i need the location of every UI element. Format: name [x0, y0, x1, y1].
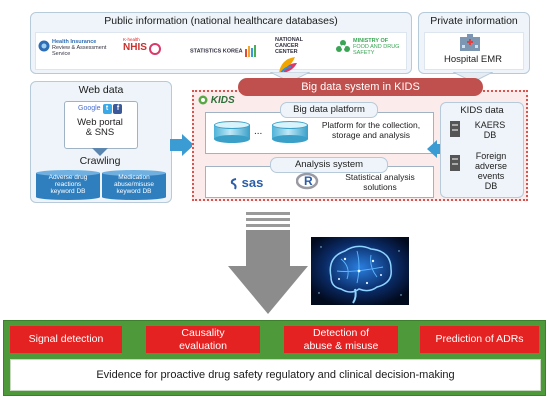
sas-logo: sas — [230, 175, 263, 190]
kids-logo: KIDS — [198, 95, 235, 106]
web-brand-logos: Google t f — [78, 104, 123, 114]
causality-line1: Causality — [181, 327, 225, 340]
analysis-desc-line1: Statistical analysis — [345, 172, 415, 182]
kaers-line2: DB — [483, 130, 497, 140]
mfds-line2: FOOD AND DRUG SAFETY — [353, 43, 400, 56]
nhis-logo-text: NHIS — [123, 42, 147, 54]
causality-line2: evaluation — [179, 339, 227, 352]
ai-brain-image — [311, 237, 409, 305]
hira-mark-icon — [38, 40, 50, 52]
crawling-label: Crawling — [79, 155, 121, 167]
hospital-icon — [460, 34, 480, 51]
foreign-line1: Foreign — [475, 151, 507, 161]
platform-desc-line2: storage and analysis — [332, 130, 410, 140]
analysis-description: Statistical analysis solutions — [330, 172, 430, 192]
outcome-causality-evaluation: Causality evaluation — [146, 326, 260, 353]
web-portal-box — [64, 101, 138, 149]
medication-abuse-db: Medication abuse/misuse keyword DB — [102, 170, 166, 200]
analysis-desc-line2: solutions — [363, 182, 397, 192]
nhis-logo: K-health NHIS — [123, 37, 177, 55]
abuse-line2: abuse & misuse — [303, 339, 379, 352]
public-info-title: Public information (national healthcare … — [104, 15, 338, 27]
platform-db-cylinder-2 — [272, 121, 308, 143]
platform-description: Platform for the collection, storage and… — [312, 120, 430, 140]
kids-data-panel: KIDS data — [440, 102, 524, 198]
twitter-bird-icon: t — [102, 104, 112, 114]
hospital-emr-label: Hospital EMR — [443, 54, 503, 65]
analysis-system-title: Analysis system — [270, 157, 388, 173]
web-portal-line1: Web portal — [77, 117, 123, 128]
kaers-db-icon — [450, 121, 460, 137]
adverse-db-line1: Adverse drug — [48, 174, 88, 181]
crawl-down-arrow — [92, 148, 108, 156]
web-portal-label: Web portal & SNS — [64, 118, 136, 138]
outcome-signal-detection: Signal detection — [10, 326, 122, 353]
public-to-kids-arrow — [270, 72, 310, 82]
outcome-prediction-adrs: Prediction of ADRs — [420, 326, 539, 353]
evidence-statement: Evidence for proactive drug safety regul… — [10, 359, 541, 391]
platform-db-cylinder-1 — [214, 121, 250, 143]
private-to-kids-arrow — [453, 72, 493, 82]
sas-logo-text: sas — [241, 175, 264, 190]
platform-dots: ... — [254, 126, 263, 137]
mfds-line1: MINISTRY OF — [353, 38, 389, 44]
statistics-bars-icon — [245, 45, 257, 57]
web-portal-line2: & SNS — [85, 127, 115, 138]
adverse-drug-reactions-db: Adverse drug reactions keyword DB — [36, 170, 100, 200]
hira-logo: Health Insurance Review & Assessment Ser… — [38, 39, 116, 57]
nhis-logo-small: K-health — [123, 37, 140, 42]
web-to-kids-arrow — [170, 134, 194, 156]
r-logo: R — [296, 172, 320, 190]
mfds-flower-icon — [336, 40, 350, 52]
abuse-line1: Detection of — [312, 327, 370, 340]
foreign-line3: events — [477, 171, 505, 181]
r-logo-text: R — [304, 174, 313, 188]
statistics-korea-text: STATISTICS KOREA — [190, 48, 243, 55]
kaers-line1: KAERS — [474, 120, 506, 130]
nhis-swirl-icon — [149, 42, 162, 55]
kids-banner: Big data system in KIDS — [238, 78, 483, 96]
outcome-abuse-misuse: Detection of abuse & misuse — [284, 326, 398, 353]
facebook-icon: f — [113, 104, 123, 114]
ncc-line2: CANCER — [275, 42, 299, 49]
kids-data-title: KIDS data — [460, 105, 504, 116]
web-data-title: Web data — [78, 84, 124, 96]
medication-db-line2: abuse/misuse — [113, 181, 155, 188]
mfds-logo: MINISTRY OF FOOD AND DRUG SAFETY — [335, 38, 407, 56]
big-data-platform-title: Big data platform — [280, 102, 378, 118]
platform-desc-line1: Platform for the collection, — [321, 120, 421, 130]
r-ring-icon — [296, 172, 319, 190]
adverse-db-line3: keyword DB — [50, 188, 86, 195]
ncc-line1: NATIONAL — [275, 37, 304, 43]
sas-swirl-icon — [230, 177, 237, 190]
hira-logo-line2: Review & Assessment Service — [52, 44, 107, 57]
medication-db-line1: Medication — [118, 174, 150, 181]
kaers-db-label: KAERS DB — [464, 120, 516, 140]
ncc-line3: CENTER — [275, 48, 298, 55]
foreign-db-icon — [450, 155, 460, 171]
big-down-arrow — [228, 212, 308, 314]
medication-db-line3: keyword DB — [116, 188, 152, 195]
google-logo: Google — [78, 105, 101, 112]
statistics-korea-logo: STATISTICS KOREA — [190, 45, 260, 57]
kids-logo-mark-icon — [198, 95, 208, 105]
foreign-line2: adverse — [474, 161, 508, 171]
kids-logo-text: KIDS — [210, 95, 235, 106]
foreign-line4: DB — [484, 181, 498, 191]
private-info-title: Private information — [430, 15, 518, 27]
hira-logo-line1: Health Insurance — [52, 39, 97, 45]
foreign-db-label: Foreign adverse events DB — [464, 151, 518, 191]
ncc-logo: NATIONAL CANCER CENTER — [275, 37, 325, 75]
adverse-db-line2: reactions — [54, 181, 82, 188]
